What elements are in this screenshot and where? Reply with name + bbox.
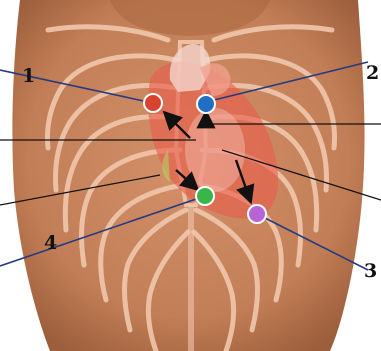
marker-2[interactable]	[197, 95, 215, 113]
marker-1[interactable]	[144, 94, 162, 112]
marker-3-dot[interactable]	[248, 205, 266, 223]
label-1: 1	[22, 65, 35, 87]
label-4: 4	[44, 232, 57, 254]
label-2: 2	[366, 62, 379, 84]
label-3: 3	[364, 260, 377, 282]
marker-3[interactable]	[248, 205, 266, 223]
marker-1-dot[interactable]	[144, 94, 162, 112]
marker-4-dot[interactable]	[196, 187, 214, 205]
marker-4[interactable]	[196, 187, 214, 205]
marker-2-dot[interactable]	[197, 95, 215, 113]
